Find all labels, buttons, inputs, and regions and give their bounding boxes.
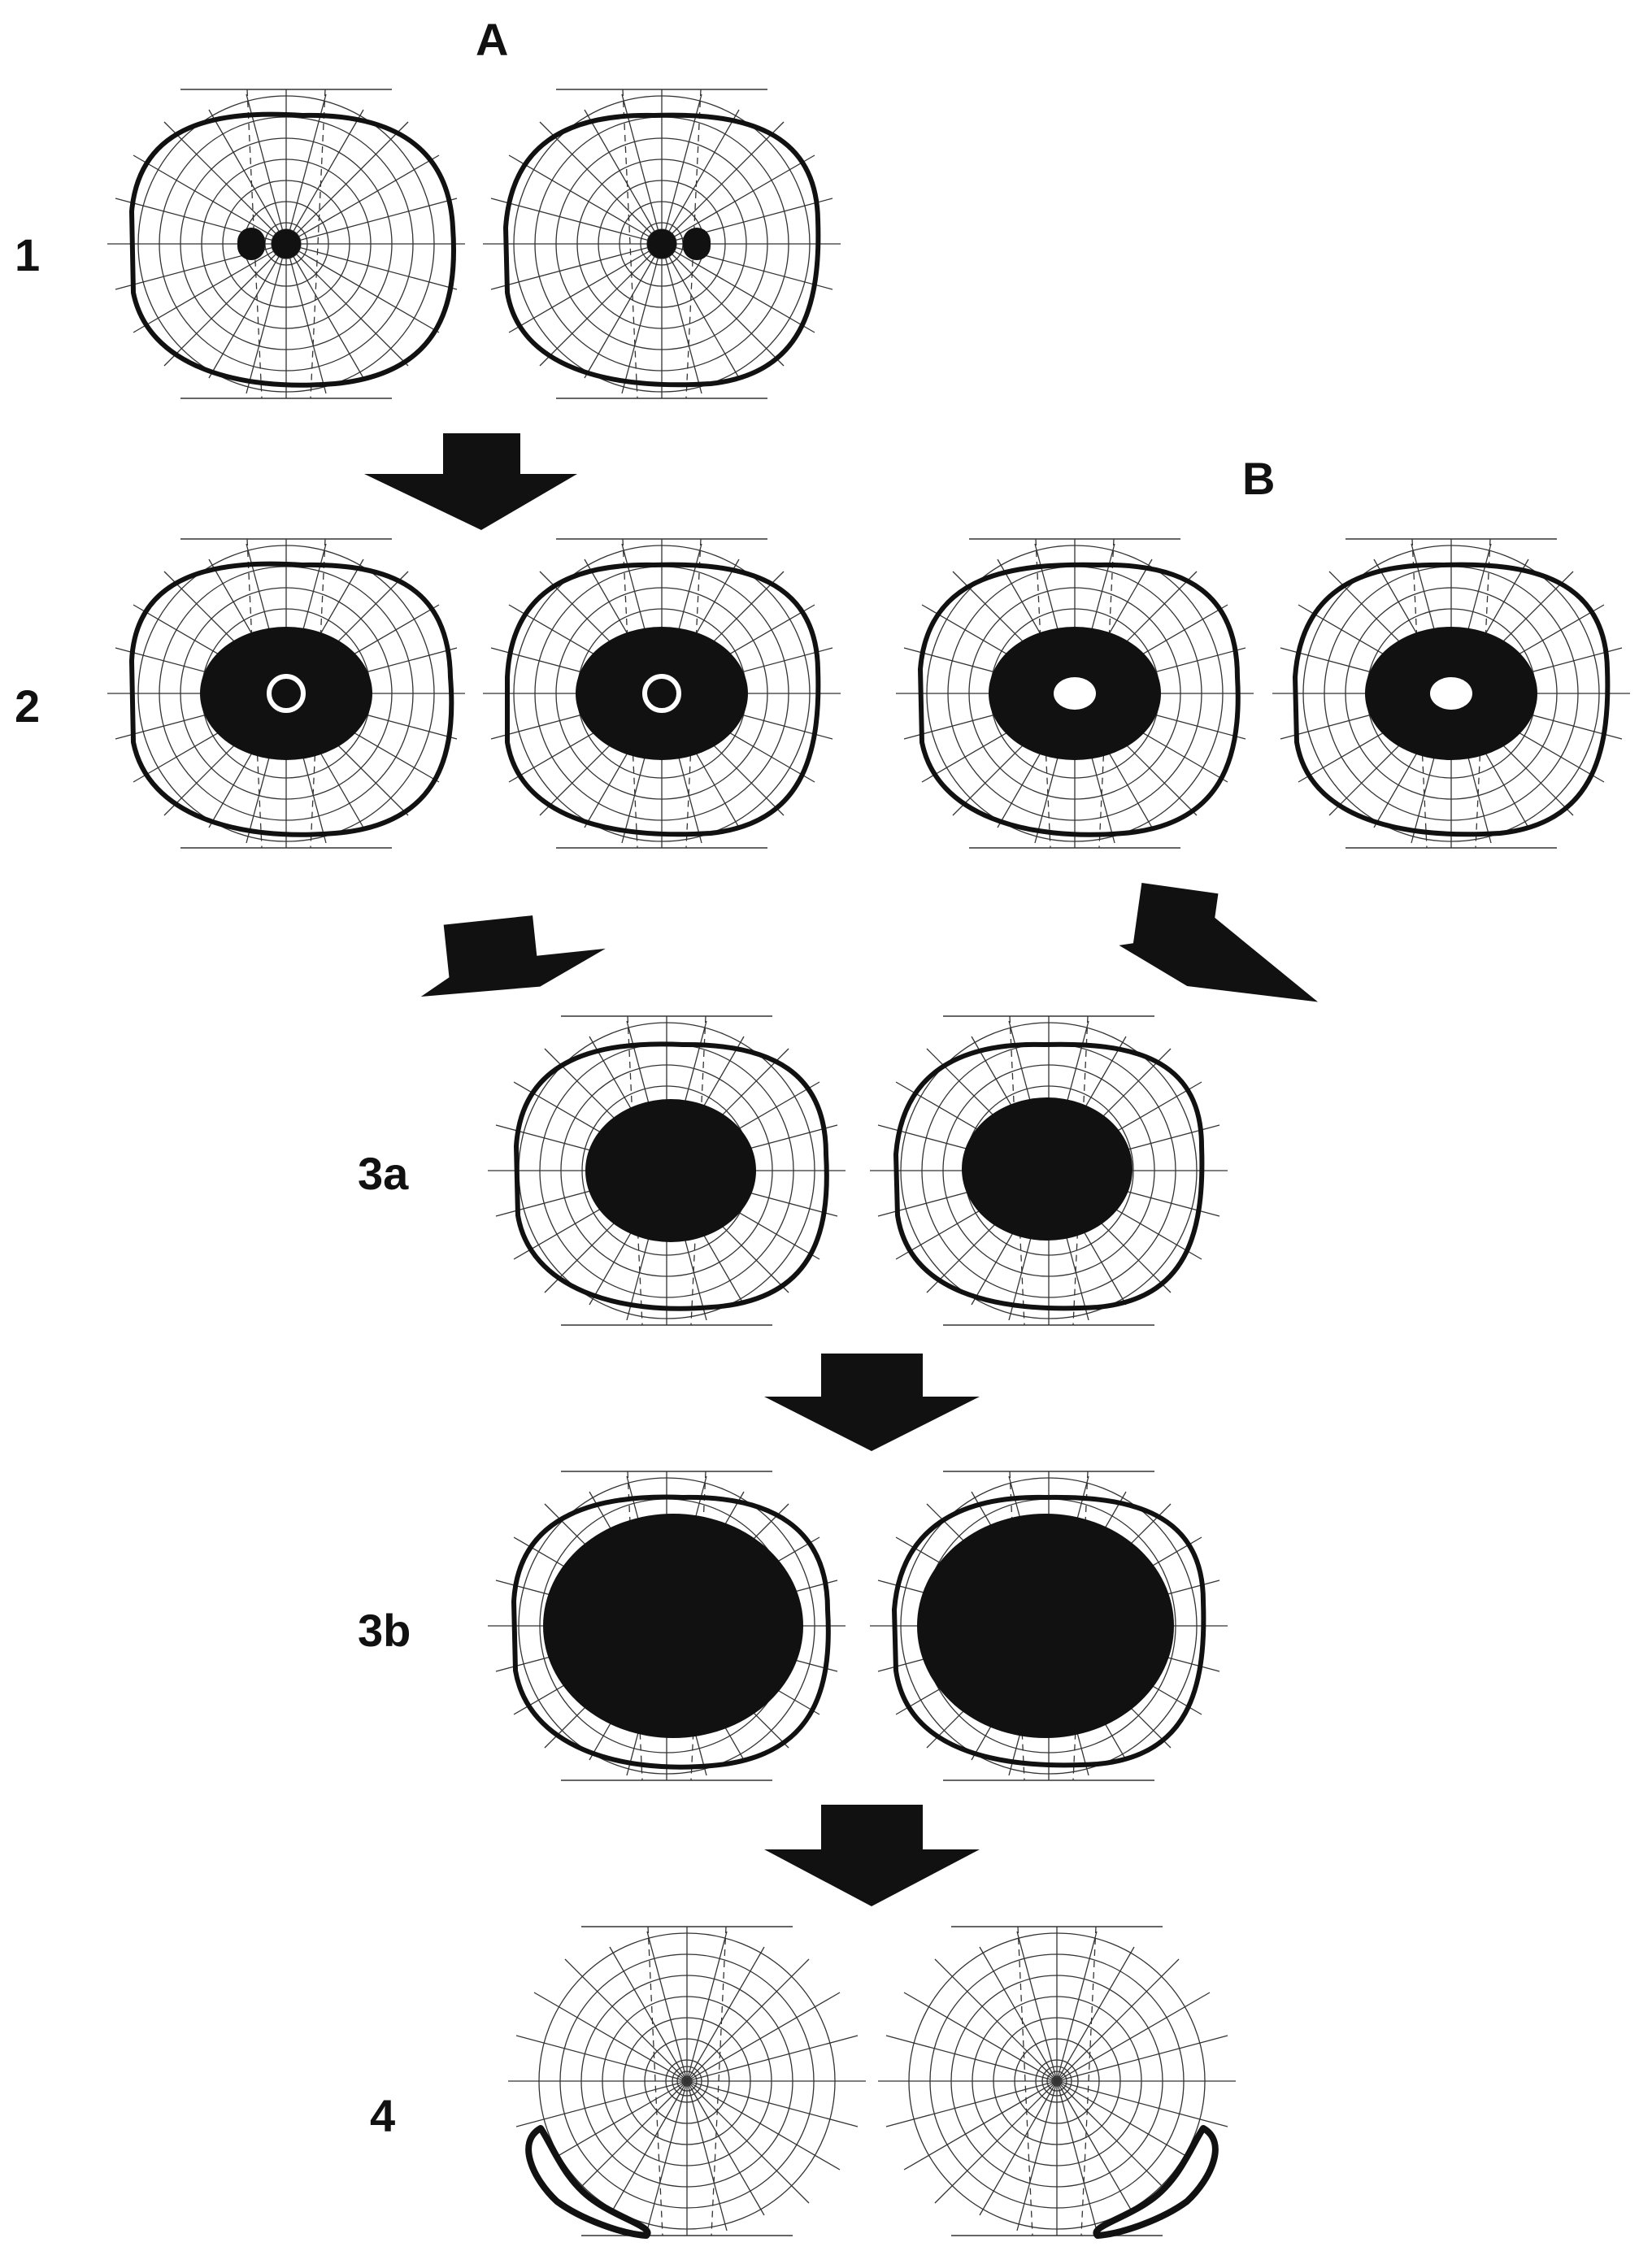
- column-b-label: B: [1242, 453, 1275, 504]
- stage-4-pair: [507, 1926, 1237, 2239]
- visual-field-right-eye: [482, 538, 841, 849]
- stage-1-pair: [107, 89, 841, 399]
- visual-field-left-eye: [487, 1015, 846, 1326]
- column-a-label: A: [476, 14, 508, 65]
- visual-field-right-eye: [877, 1926, 1237, 2239]
- column-label-b: B: [1242, 453, 1275, 504]
- visual-field-right-eye: [482, 89, 841, 399]
- row-2-label: 2: [15, 680, 40, 732]
- arrow-3a-to-3b: [764, 1354, 980, 1451]
- arrow-3b-to-4: [764, 1805, 980, 1906]
- stage-3b-pair: [487, 1471, 1228, 1781]
- column-label-a: A: [476, 14, 508, 65]
- arrow-1-to-2: [364, 433, 577, 530]
- visual-field-right-eye: [869, 1471, 1228, 1781]
- visual-field-right-eye: [1272, 538, 1631, 849]
- visual-field-right-eye: [869, 1015, 1228, 1326]
- visual-field-left-eye: [507, 1926, 867, 2239]
- visual-field-left-eye: [107, 538, 466, 849]
- row-1-label: 1: [15, 229, 40, 280]
- row-3b-label: 3b: [358, 1605, 411, 1656]
- stage-3a-pair: [487, 1015, 1228, 1326]
- visual-field-left-eye: [895, 538, 1254, 849]
- visual-field-left-eye: [107, 89, 466, 399]
- stage-2b-pair: [895, 538, 1631, 849]
- visual-field-left-eye: [487, 1471, 846, 1781]
- row-4-label: 4: [370, 2090, 395, 2141]
- arrow-2a-to-3a: [420, 915, 606, 997]
- arrow-2b-to-3a: [1119, 882, 1319, 1002]
- row-3a-label: 3a: [358, 1148, 409, 1199]
- stage-2a-pair: [107, 538, 841, 849]
